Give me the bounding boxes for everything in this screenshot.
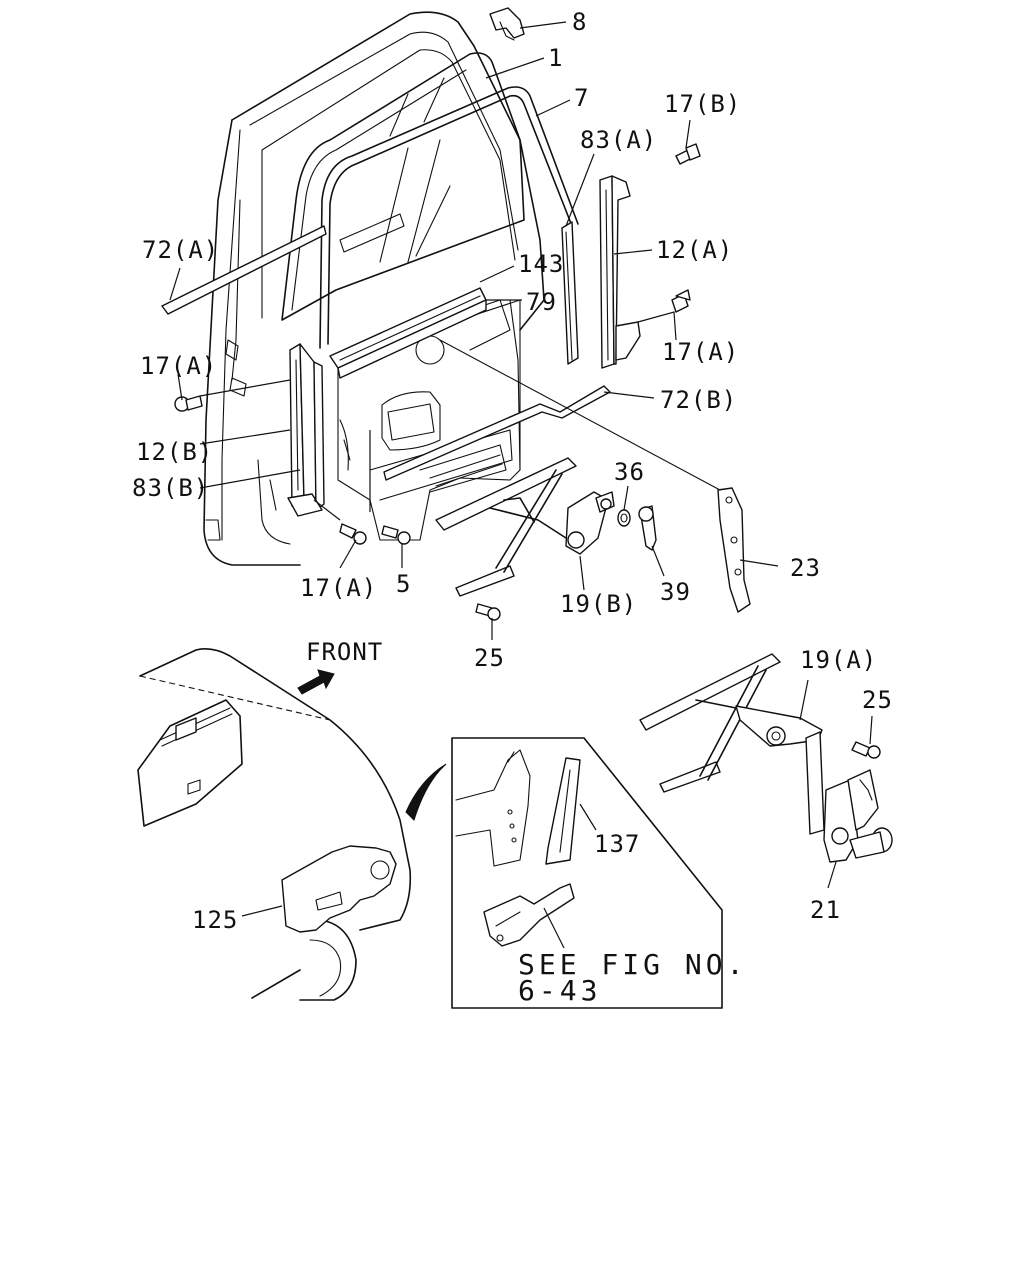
label-17a-left: 17(A) [140,352,217,380]
label-83b: 83(B) [132,474,209,502]
screw-17b [675,143,701,165]
part-19b-regulator [435,457,615,597]
label-72a: 72(A) [142,236,219,264]
screw-25-right [851,741,881,759]
part-72a-weatherstrip [161,225,327,315]
label-17a-right: 17(A) [662,338,739,366]
part-72b-rail [383,385,611,481]
part-21-motor [805,731,893,889]
label-8: 8 [572,8,587,36]
screw-17a-bottom [339,523,367,545]
screw-5 [381,525,411,545]
label-7: 7 [574,84,589,112]
label-17a-bottom: 17(A) [300,574,377,602]
screw-17a-left [174,395,203,412]
label-12b: 12(B) [136,438,213,466]
part-39-handle [638,505,657,551]
label-19a: 19(A) [800,646,877,674]
label-12a: 12(A) [656,236,733,264]
label-25-right: 25 [862,686,893,714]
label-125: 125 [192,906,238,934]
part-83a-strip [561,221,579,365]
leader-lines [169,21,779,640]
part-labels: 8 1 7 17(B) 83(A) 12(A) 72(A) 143 79 17(… [132,8,893,1007]
door-glass [281,52,525,321]
part-12a-channel [599,175,641,369]
right-leader-lines [799,679,873,745]
part-125-panel [241,845,397,933]
part-19a-regulator [639,653,823,793]
label-5: 5 [396,570,411,598]
screw-25-left [475,603,501,621]
label-36: 36 [614,458,645,486]
part-23-bracket [717,487,751,613]
see-fig-line2: 6-43 [518,974,601,1007]
label-39: 39 [660,578,691,606]
label-137: 137 [594,830,640,858]
glass-run-channel [319,86,579,349]
see-fig-line1: SEE FIG NO. [518,948,747,981]
part-36-bushing [617,509,631,527]
part-8-bracket [489,7,525,41]
inset-box [451,737,723,1009]
part-143-79-strip [329,287,487,379]
label-21: 21 [810,896,841,924]
label-79: 79 [526,288,557,316]
label-19b: 19(B) [560,590,637,618]
vehicle-outline [137,648,447,1001]
label-25-left: 25 [474,644,505,672]
part-12b-channel [287,343,325,517]
label-143: 143 [518,250,564,278]
label-72b: 72(B) [660,386,737,414]
screw-17a-right [671,289,691,313]
label-1: 1 [548,44,563,72]
label-17b: 17(B) [664,90,741,118]
label-83a: 83(A) [580,126,657,154]
label-23: 23 [790,554,821,582]
front-label: FRONT [306,638,383,666]
